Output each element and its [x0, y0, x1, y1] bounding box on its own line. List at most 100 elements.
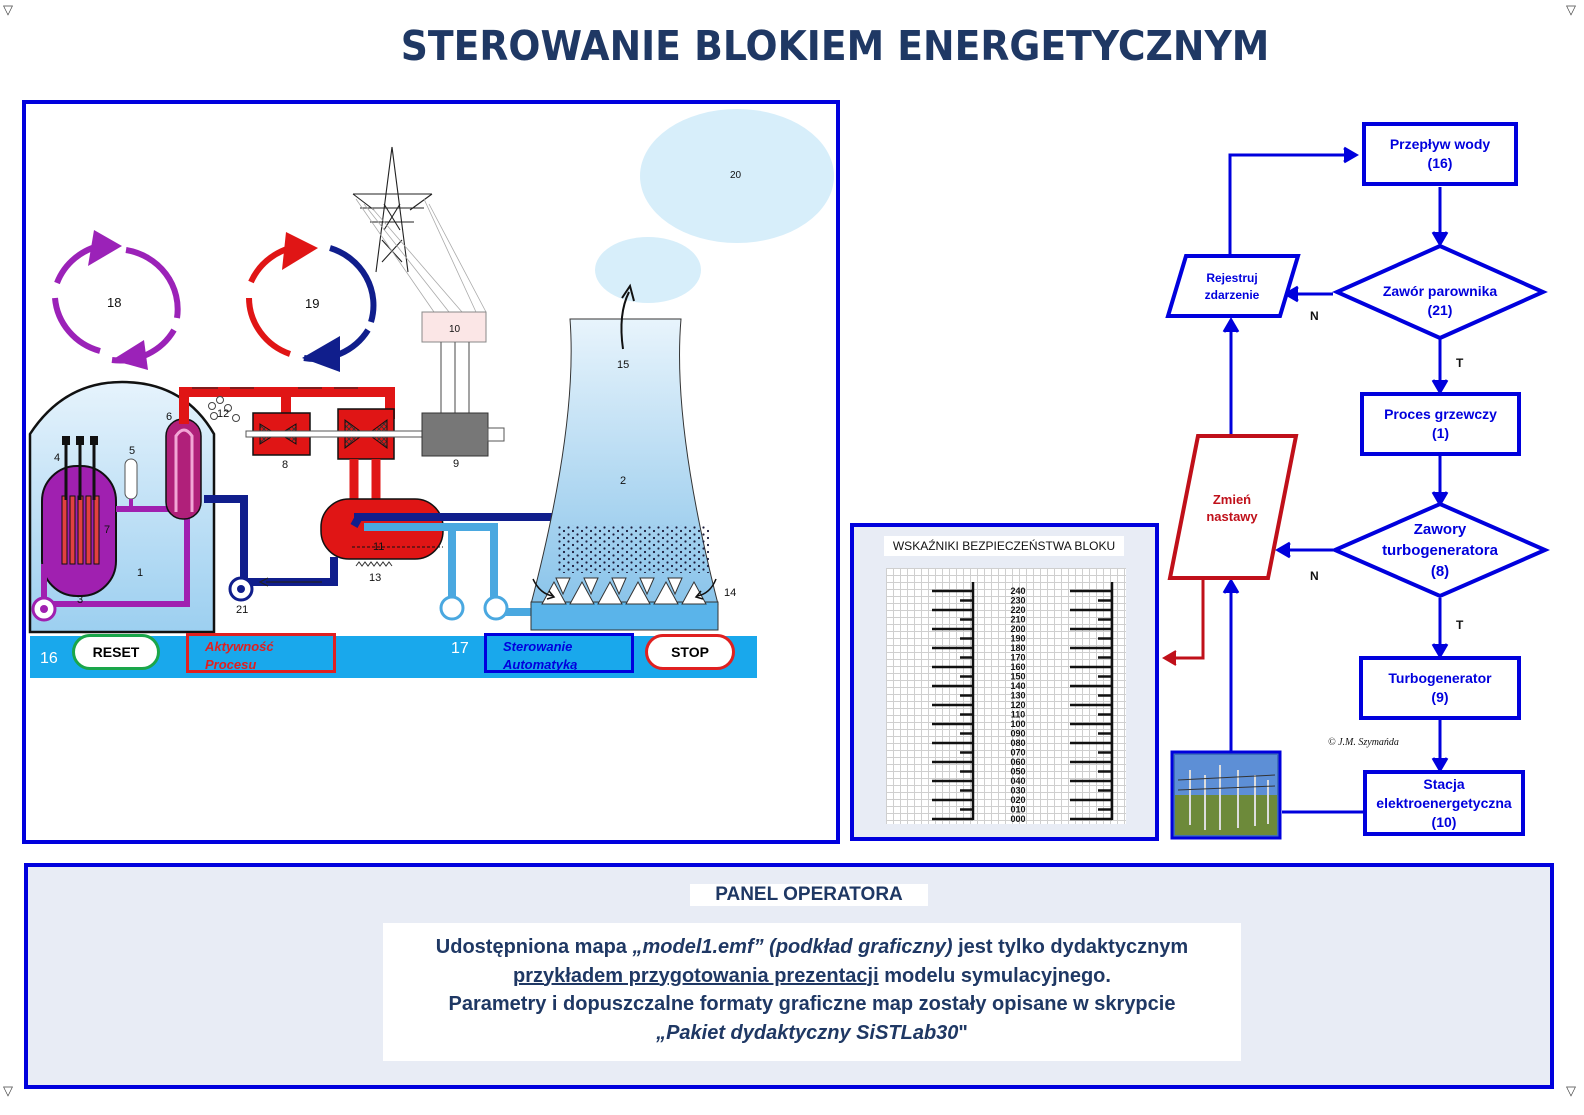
feedwater-pipe: [204, 495, 338, 586]
corner-marker-top-right: ▽: [1566, 2, 1576, 17]
turbogenerator-valves-decision: [1330, 501, 1550, 599]
note-line-4: „Pakiet dydaktyczny SiSTLab30": [383, 1019, 1241, 1048]
gauge-scale-label: 220: [1010, 605, 1025, 615]
turbogenerator-line2: (9): [1431, 689, 1449, 705]
register-event-line1: Rejestruj: [1206, 271, 1258, 285]
cooling-pump-icon-2: [483, 595, 509, 621]
note-line-2-b: modelu symulacyjnego.: [878, 964, 1111, 987]
power-lines: [355, 198, 487, 313]
label-2: 2: [620, 475, 626, 487]
steam-generator: [165, 418, 202, 520]
gauge-scale-label: 040: [1010, 776, 1025, 786]
gauge-scale-label: 000: [1010, 814, 1025, 824]
corner-marker-bottom-right: ▽: [1566, 1083, 1576, 1098]
gauge-scale-label: 030: [1010, 786, 1025, 796]
gauge-scale-label: 020: [1010, 795, 1025, 805]
power-station-line3: (10): [1431, 813, 1457, 830]
gauge-scale-label: 240: [1010, 586, 1025, 596]
label-4: 4: [54, 452, 60, 464]
copyright: © J.M. Szymańda: [1328, 737, 1399, 748]
heating-process-box[interactable]: Proces grzewczy(1): [1360, 392, 1521, 456]
label-21: 21: [236, 604, 248, 616]
no-label-1: N: [1310, 309, 1319, 323]
note-line-1-b: „model1.emf” (podkład graficzny): [632, 936, 953, 958]
steam-cloud-small: [595, 237, 701, 303]
turbogen-valves-line3: (8): [1430, 563, 1450, 580]
label-6: 6: [166, 411, 172, 423]
generator-icon: [421, 412, 489, 457]
corner-marker-top-left: ▽: [3, 2, 13, 17]
note-line-4-a: „Pakiet dydaktyczny SiSTLab30: [656, 1021, 959, 1044]
operator-panel-title: PANEL OPERATORA: [690, 884, 928, 906]
power-plant-diagram: 1 2 3 4 5 6 7 8 9 10 11 12 13 14 15 20 2…: [28, 109, 834, 678]
gauge-scale-label: 010: [1010, 805, 1025, 815]
label-15: 15: [617, 359, 629, 371]
stop-button[interactable]: STOP: [645, 634, 735, 670]
power-station-line2: elektroenergetyczna: [1376, 794, 1512, 811]
label-17: 17: [451, 640, 469, 657]
register-event-line2: zdarzenie: [1204, 288, 1260, 302]
transmission-tower-icon: [352, 146, 433, 273]
process-activity-line2: Procesu: [205, 657, 257, 672]
turbogenerator-box[interactable]: Turbogenerator (9): [1359, 656, 1521, 720]
label-12: 12: [217, 408, 229, 420]
cooling-spray: [557, 525, 709, 573]
process-activity-line1: Aktywność: [205, 639, 274, 654]
automation-control-toggle[interactable]: Sterowanie Automatyką: [484, 633, 634, 673]
gauge-scale-label: 060: [1010, 757, 1025, 767]
gauge-scale-label: 140: [1010, 681, 1025, 691]
generator-cables: [440, 342, 470, 414]
label-19: 19: [305, 296, 319, 311]
control-rods: [64, 441, 96, 500]
steam-cloud-large: [640, 109, 834, 243]
note-line-3: Parametry i dopuszczalne formaty graficz…: [448, 993, 1176, 1015]
note-line-1-a: Udostępniona mapa: [435, 936, 633, 958]
no-label-2: N: [1310, 569, 1319, 583]
label-14: 14: [724, 587, 736, 599]
gauge-scale-label: 150: [1010, 672, 1025, 682]
note-line-2-a[interactable]: przykładem przygotowania prezentacji: [513, 964, 879, 987]
register-event-text[interactable]: Rejestruj zdarzenie: [1182, 270, 1282, 304]
label-18: 18: [107, 295, 121, 310]
change-settings-line1: Zmień: [1212, 492, 1252, 507]
gauge-scale-label: 120: [1010, 700, 1025, 710]
heating-process-line1: Proces grzewczy: [1384, 406, 1497, 422]
turbogenerator-line1: Turbogenerator: [1388, 670, 1492, 686]
process-activity-toggle[interactable]: Aktywność Procesu: [186, 633, 336, 673]
automation-control-line1: Sterowanie: [503, 639, 573, 654]
yes-label-2: T: [1456, 618, 1464, 632]
gauge-scale-label: 110: [1011, 710, 1026, 720]
label-7: 7: [104, 524, 110, 536]
turbogen-valves-line2: turbogeneratora: [1382, 542, 1498, 559]
label-11: 11: [373, 541, 384, 553]
power-station-line1: Stacja: [1423, 775, 1465, 792]
control-flowchart: [1162, 146, 1550, 840]
power-station-box[interactable]: Stacja elektroenergetyczna (10): [1363, 770, 1525, 836]
label-20: 20: [730, 170, 742, 181]
note-line-4-b: ": [958, 1021, 968, 1044]
label-1: 1: [137, 567, 143, 579]
gauge-scale-label: 090: [1010, 729, 1025, 739]
gauge-scale-label: 130: [1010, 691, 1025, 701]
register-event-shape: [1165, 254, 1301, 318]
water-flow-line2: (16): [1427, 155, 1453, 171]
cooling-pump-icon: [439, 595, 465, 621]
evaporator-valve-text[interactable]: Zawór parownika(21): [1366, 282, 1514, 320]
evaporator-valve-line1: Zawór parownika: [1382, 283, 1498, 299]
label-5: 5: [129, 445, 135, 457]
gauge-scale-label: 160: [1010, 662, 1025, 672]
label-13: 13: [369, 572, 381, 584]
cooling-fill: [541, 577, 707, 605]
page-title: STEROWANIE BLOKIEM ENERGETYCZNYM: [400, 22, 1270, 70]
evaporator-valve-decision: [1332, 243, 1548, 341]
process-diagram-panel: 1 2 3 4 5 6 7 8 9 10 11 12 13 14 15 20 2…: [22, 100, 840, 844]
automation-control-line2: Automatyką: [503, 657, 578, 672]
note-line-2: przykładem przygotowania prezentacji mod…: [383, 962, 1241, 991]
water-flow-box[interactable]: Przepływ wody(16): [1362, 122, 1518, 186]
gauge-scale-label: 230: [1010, 596, 1025, 606]
gauge-scale-label: 070: [1010, 748, 1025, 758]
reset-button[interactable]: RESET: [72, 634, 160, 670]
